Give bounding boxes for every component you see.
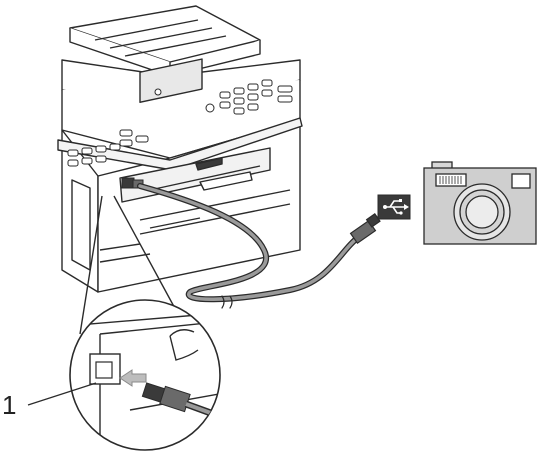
usb-plug-icon: [351, 214, 380, 243]
usb-symbol-icon: [378, 195, 410, 219]
digital-camera-icon: [424, 162, 536, 244]
magnified-usb-port: [66, 300, 236, 455]
callout-number: 1: [2, 392, 16, 418]
